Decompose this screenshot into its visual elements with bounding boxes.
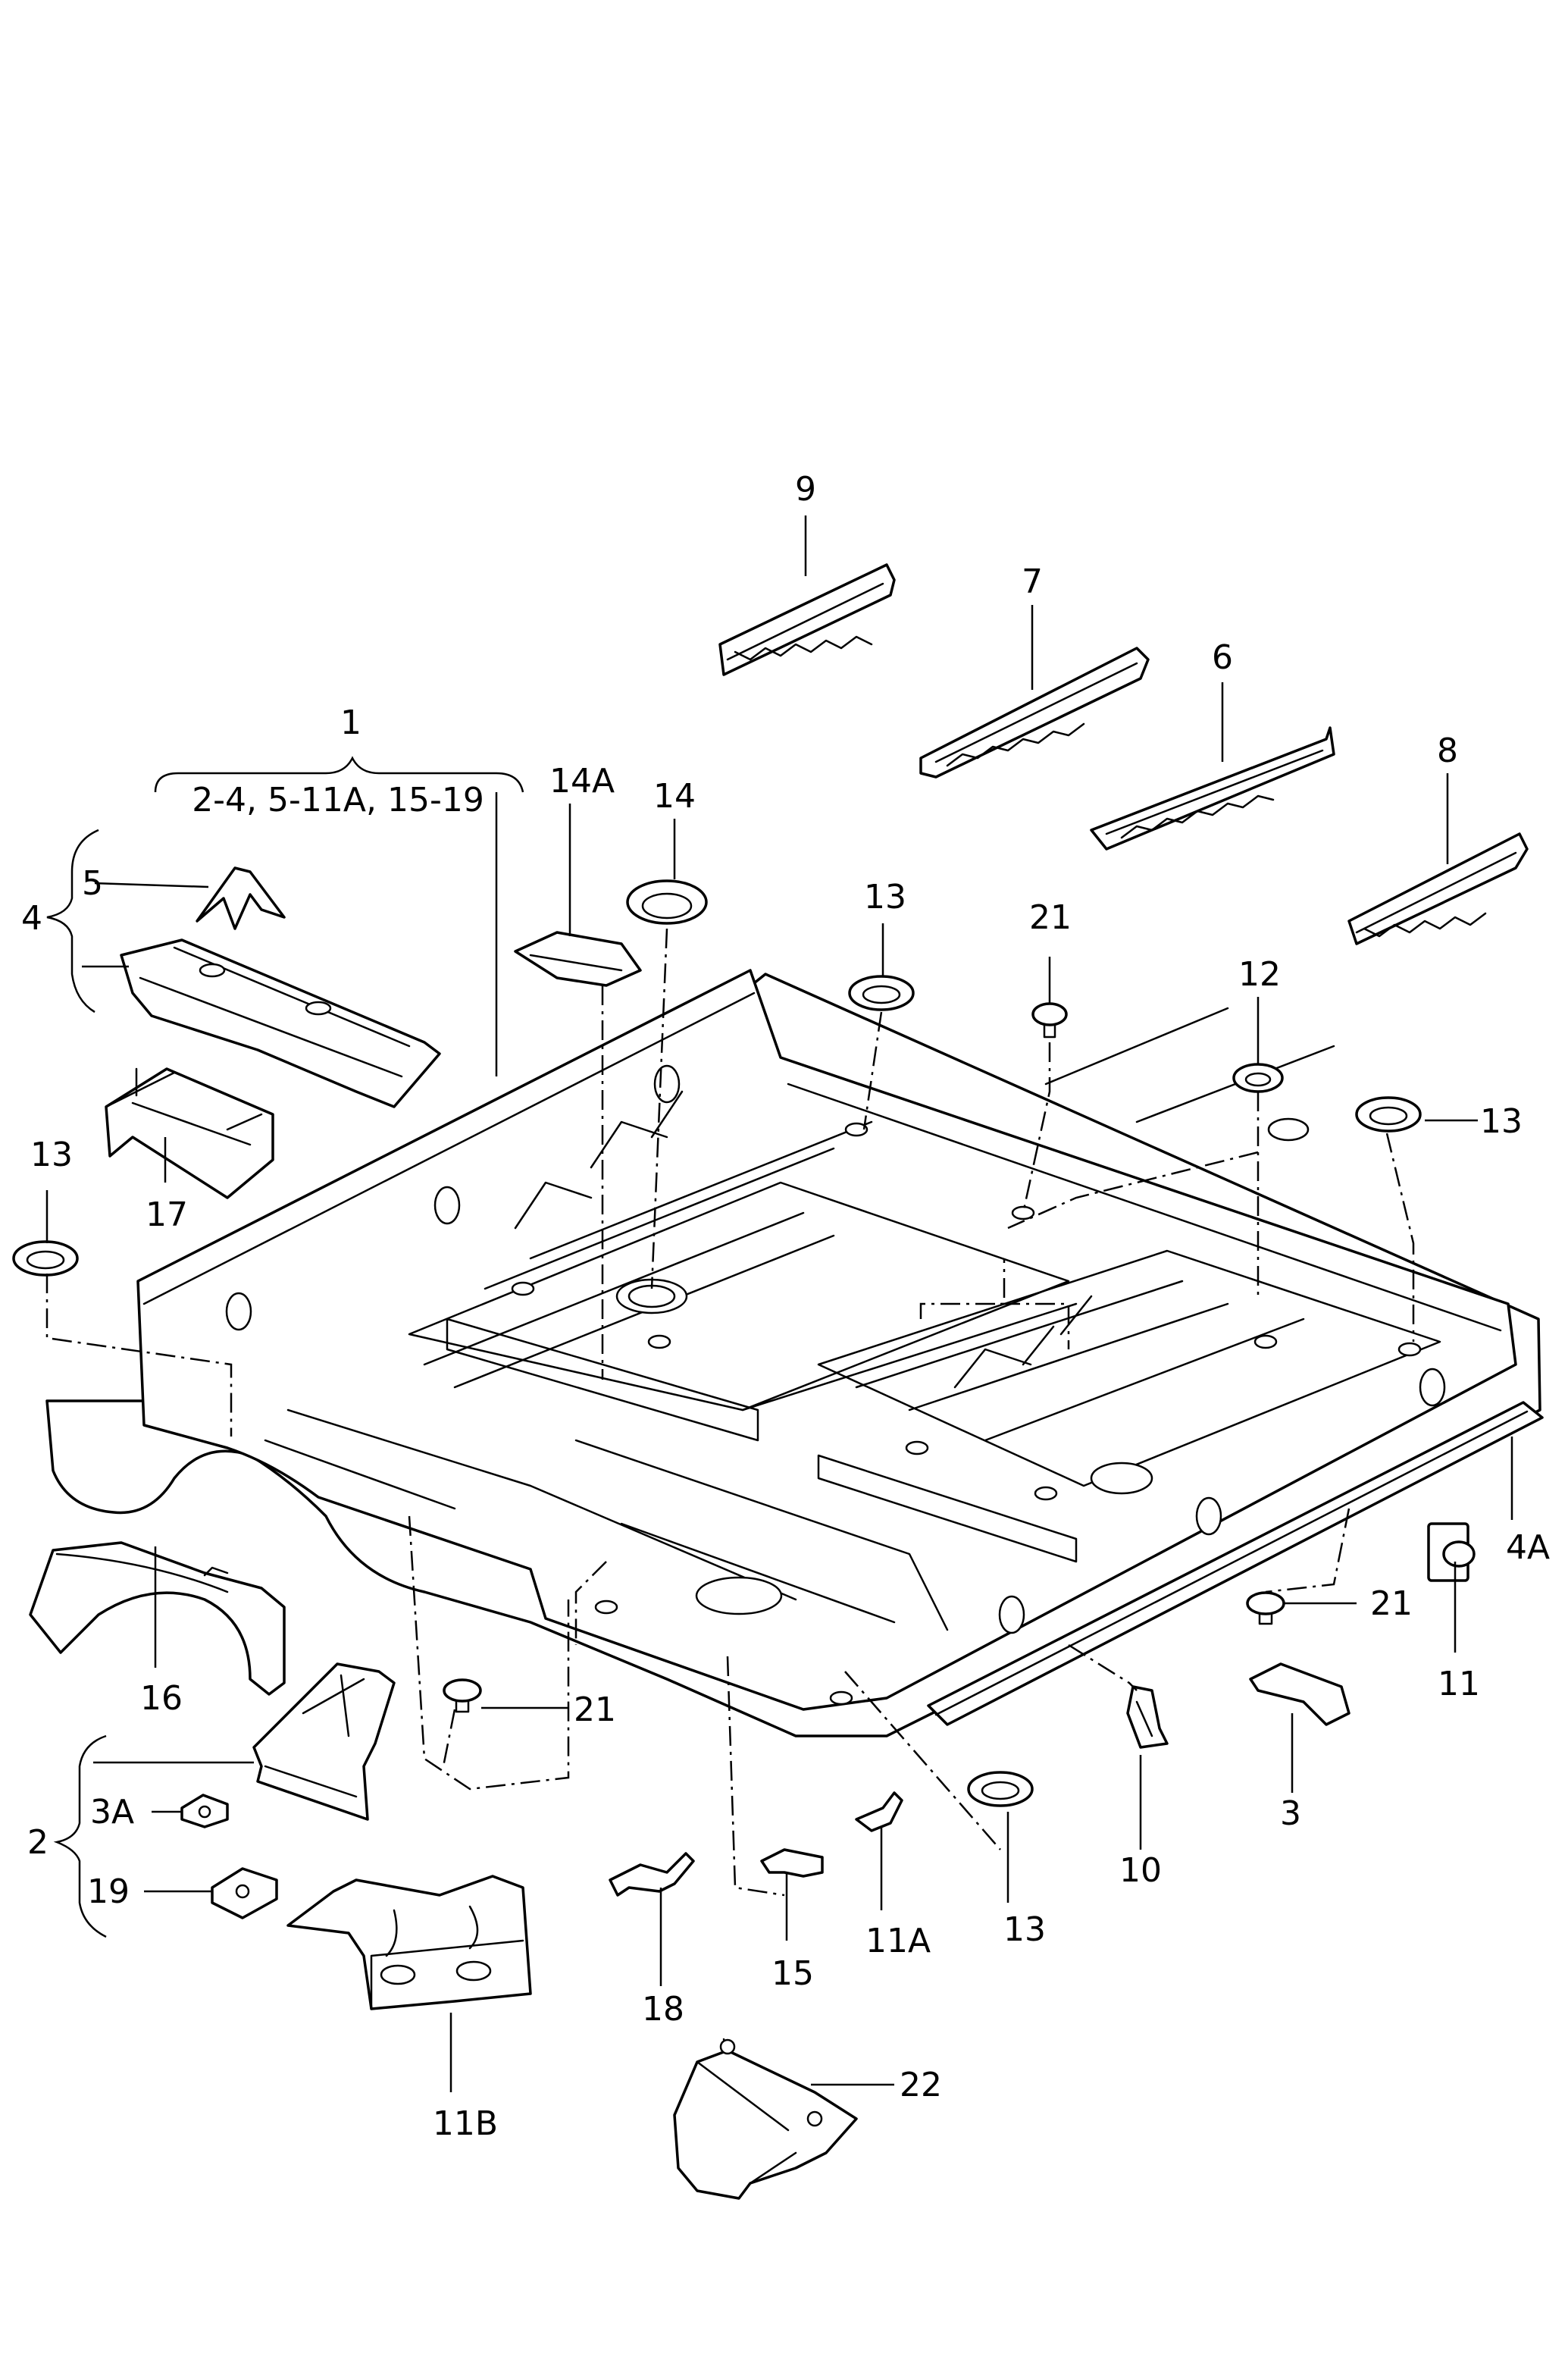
part-4a-sill-strip (927, 1401, 1544, 1726)
leader-lines (45, 515, 1513, 2092)
part-15-bracket (760, 1848, 824, 1878)
label-1: 1 (340, 703, 361, 742)
label-21-left: 21 (574, 1690, 616, 1729)
label-17: 17 (146, 1195, 188, 1234)
label-15: 15 (771, 1954, 814, 1993)
part-3a-nut (180, 1794, 229, 1828)
label-13-left: 13 (30, 1136, 73, 1174)
label-3: 3 (1280, 1794, 1301, 1833)
part-11a-bracket (855, 1791, 903, 1832)
label-3a: 3A (90, 1793, 134, 1831)
label-13-right: 13 (1480, 1102, 1523, 1141)
part-18-bracket (609, 1852, 695, 1897)
brace-1 (154, 756, 524, 793)
label-12: 12 (1238, 955, 1281, 994)
label-21-right: 21 (1370, 1584, 1413, 1623)
label-14: 14 (653, 777, 696, 816)
part-12-grommet (1232, 1063, 1284, 1093)
part-13-grommet-bottom (967, 1771, 1034, 1807)
floor-pan (45, 969, 1541, 1737)
label-5: 5 (82, 864, 103, 903)
label-10: 10 (1119, 1851, 1162, 1890)
label-7: 7 (1022, 562, 1043, 601)
label-11a: 11A (865, 1922, 931, 1960)
part-13-grommet-right (1355, 1096, 1422, 1133)
label-22: 22 (900, 2066, 942, 2104)
label-19: 19 (87, 1872, 130, 1911)
part-7-rail (919, 647, 1150, 779)
label-13-bottom: 13 (1003, 1910, 1046, 1949)
part-13-grommet-top (848, 975, 915, 1011)
brace-2 (53, 1734, 107, 1938)
part-22-shield (673, 2038, 858, 2200)
label-14a: 14A (549, 762, 615, 801)
label-1-includes: 2-4, 5-11A, 15-19 (192, 781, 484, 819)
part-9-rail (718, 563, 896, 676)
part-19-plate (211, 1867, 278, 1919)
part-3-bracket (1249, 1662, 1350, 1726)
label-4: 4 (21, 899, 42, 938)
label-9: 9 (795, 470, 816, 509)
part-2-channel (252, 1662, 396, 1821)
part-14-grommet (626, 879, 708, 925)
part-6-rail (1090, 726, 1335, 851)
label-21-top: 21 (1029, 898, 1072, 937)
label-8: 8 (1437, 732, 1458, 770)
label-11: 11 (1438, 1665, 1480, 1703)
part-5-bracket (196, 866, 286, 930)
label-11b: 11B (433, 2104, 498, 2143)
part-16-wheel-arch (29, 1541, 286, 1696)
label-6: 6 (1212, 638, 1233, 677)
label-2: 2 (27, 1823, 49, 1862)
part-10-clip (1126, 1685, 1169, 1749)
part-17-mount (105, 1067, 274, 1199)
label-13-top: 13 (864, 878, 906, 916)
part-14a-cover (514, 931, 642, 987)
part-11-plug (1427, 1522, 1476, 1582)
label-16: 16 (140, 1679, 183, 1718)
callout-labels: 1 2-4, 5-11A, 15-19 9 7 6 8 14A 14 13 21… (21, 470, 1550, 2143)
part-21-plug-right (1246, 1591, 1285, 1625)
part-21-plug-top (1031, 1002, 1068, 1039)
dash-lines (45, 928, 1415, 1897)
part-11b-shield (286, 1875, 532, 2010)
part-21-plug-left (443, 1678, 482, 1713)
part-4-cross-member (120, 938, 441, 1108)
part-8-rail (1347, 832, 1529, 945)
part-13-grommet-left (12, 1240, 79, 1277)
label-4a: 4A (1506, 1528, 1550, 1567)
brace-4 (46, 829, 99, 1014)
label-18: 18 (642, 1990, 684, 2029)
